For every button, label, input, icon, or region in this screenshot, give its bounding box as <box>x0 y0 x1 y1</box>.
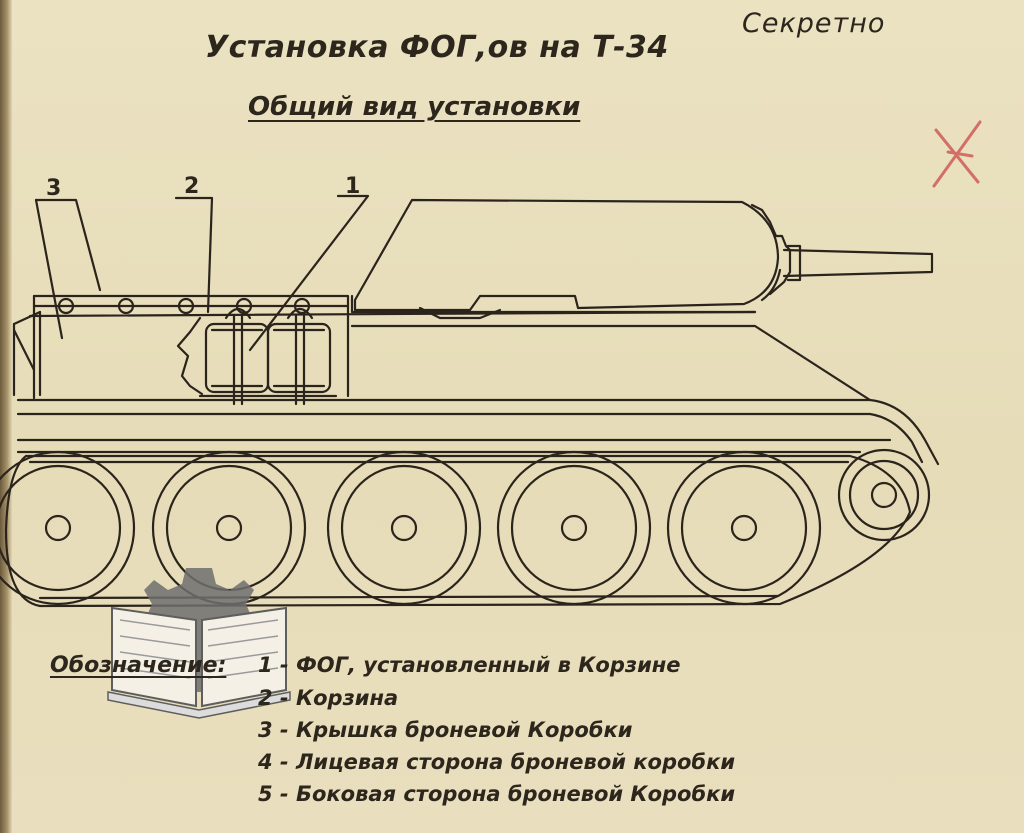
legend-item: 5 - Боковая сторона броневой Коробки <box>258 782 736 806</box>
gear-book-logo-icon <box>107 568 291 719</box>
red-pencil-mark-icon <box>932 120 982 188</box>
hull <box>16 294 940 466</box>
binding-edge <box>0 0 12 833</box>
fog-canisters <box>198 307 338 406</box>
callout-number-1: 1 <box>345 174 361 199</box>
legend-heading: Обозначение: <box>50 653 227 678</box>
legend-item: 3 - Крышка броневой Коробки <box>258 718 633 742</box>
callout-number-3: 3 <box>46 176 62 201</box>
document-subtitle: Общий вид установки <box>248 92 581 122</box>
secret-stamp: Секретно <box>742 8 886 39</box>
legend-item: 4 - Лицевая сторона броневой коробки <box>258 750 736 774</box>
legend-item: 1 - ФОГ, установленный в Корзине <box>258 653 681 677</box>
legend-item: 2 - Корзина <box>258 686 399 710</box>
armored-box <box>12 294 350 400</box>
callout-number-2: 2 <box>184 174 200 199</box>
turret <box>353 198 934 312</box>
callout-leaders <box>34 194 370 352</box>
document-title: Установка ФОГ,ов на Т-34 <box>205 30 669 65</box>
